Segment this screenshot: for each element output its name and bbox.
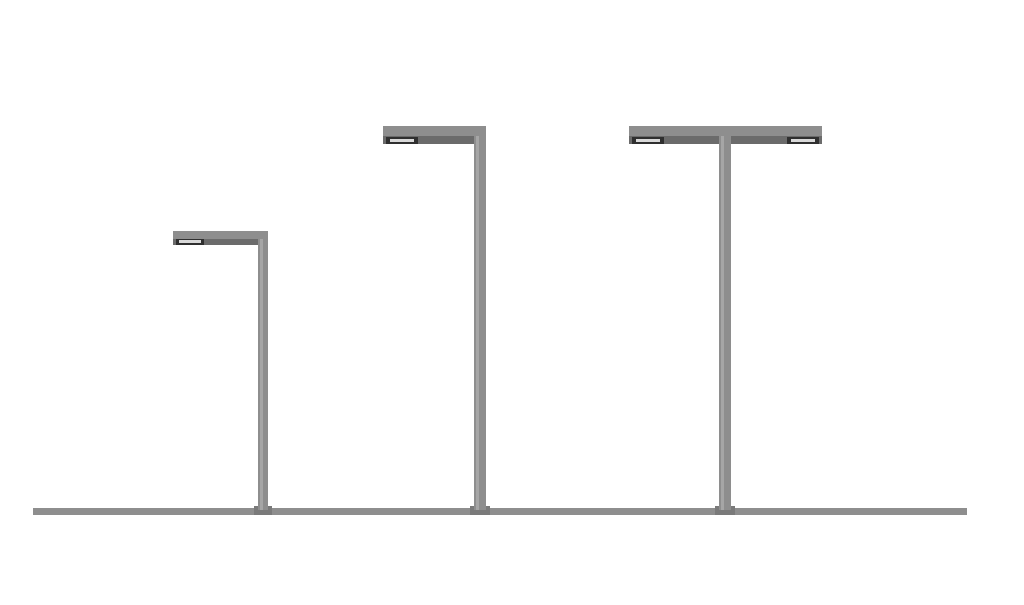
lamp-arm-right bbox=[719, 126, 822, 144]
pole-shaft bbox=[474, 127, 486, 510]
lamp-arm-left bbox=[629, 126, 731, 144]
led-lens bbox=[636, 139, 660, 142]
light-pole-double bbox=[629, 126, 822, 515]
led-lens bbox=[791, 139, 815, 142]
arm-housing bbox=[173, 231, 268, 239]
arm-underside bbox=[629, 136, 719, 144]
arm-housing bbox=[719, 126, 822, 136]
lamp-arm-left bbox=[173, 231, 268, 245]
pole-base bbox=[470, 506, 490, 515]
lamp-arm-left bbox=[383, 126, 486, 144]
pole-shaft-highlight bbox=[721, 127, 724, 510]
arm-underside bbox=[173, 239, 258, 245]
arm-housing bbox=[383, 126, 486, 136]
arm-housing bbox=[629, 126, 731, 136]
led-lens bbox=[179, 240, 201, 243]
ground-line bbox=[33, 508, 967, 515]
arm-underside bbox=[731, 136, 822, 144]
arm-underside bbox=[383, 136, 474, 144]
light-pole-tall bbox=[383, 126, 490, 515]
pole-shaft-highlight bbox=[260, 232, 263, 510]
led-lens bbox=[390, 139, 414, 142]
pole-base bbox=[254, 506, 272, 515]
light-pole-short bbox=[173, 231, 272, 515]
pole-shaft-highlight bbox=[476, 127, 479, 510]
pole-base bbox=[715, 506, 735, 515]
pole-shaft bbox=[719, 127, 731, 510]
